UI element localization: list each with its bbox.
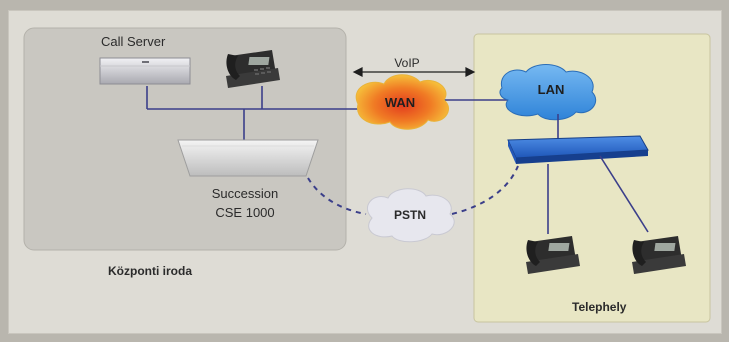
central-links: [146, 86, 358, 140]
pstn-label: PSTN: [393, 208, 427, 222]
lan-label: LAN: [537, 82, 565, 97]
call-server-label: Call Server: [101, 34, 166, 49]
wan-label: WAN: [384, 95, 416, 110]
voip-arrow: [352, 67, 476, 77]
chassis-icon: [177, 139, 319, 177]
pstn-link-central: [307, 177, 367, 215]
succession-label-line2: CSE 1000: [215, 205, 275, 220]
branch-site-label: Telephely: [572, 300, 627, 314]
call-server-icon: [99, 57, 191, 85]
ip-phone-icon: [526, 236, 580, 274]
central-office-label: Központi iroda: [108, 264, 192, 278]
branch-links: [547, 155, 649, 234]
switch-icon: [507, 135, 649, 164]
succession-label-line1: Succession: [211, 186, 279, 201]
ip-phone-icon: [632, 236, 686, 274]
ip-phone-icon: [226, 50, 280, 88]
lan-cloud: [499, 64, 597, 121]
pstn-cloud: [366, 188, 455, 243]
wan-cloud: [355, 74, 450, 130]
voip-label: VoIP: [394, 56, 420, 70]
